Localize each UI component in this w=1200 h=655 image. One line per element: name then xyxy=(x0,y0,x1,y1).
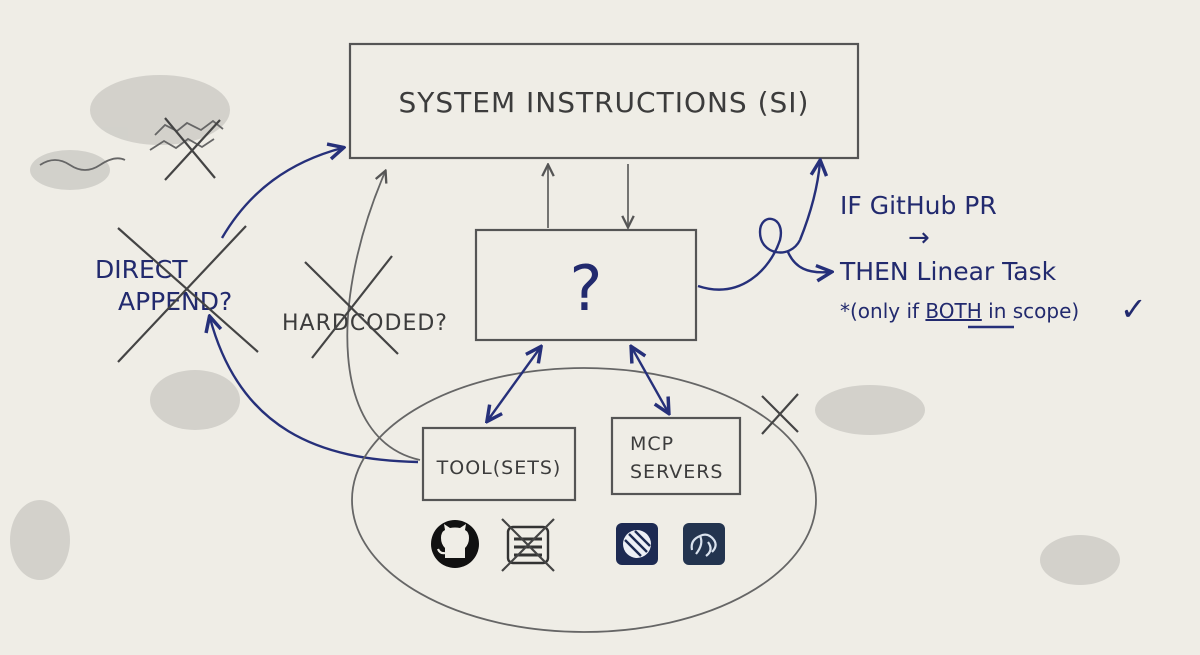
rule-arrow-to-si xyxy=(798,162,820,241)
rule-if-line: IF GitHub PR xyxy=(840,191,997,220)
rule-note-prefix: *(only if xyxy=(840,299,925,323)
rule-then-line: THEN Linear Task xyxy=(839,257,1057,286)
question-mark: ? xyxy=(570,252,603,325)
mcp-label-line2: SERVERS xyxy=(630,461,724,483)
toolsets-label: TOOL(SETS) xyxy=(436,457,562,479)
github-icon xyxy=(431,520,479,568)
rule-arrow-to-then xyxy=(786,251,830,272)
system-instructions-label: SYSTEM INSTRUCTIONS (SI) xyxy=(399,86,810,119)
crossed-out-app-icon xyxy=(501,518,555,572)
rule-check-mark: ✓ xyxy=(1120,290,1147,328)
mcp-servers-box: MCP SERVERS xyxy=(610,416,742,496)
arrow-center-tools xyxy=(488,348,540,420)
rule-arrow-glyph: → xyxy=(908,223,930,253)
arrow-center-mcp xyxy=(632,348,668,412)
eraser-smudges xyxy=(10,75,1120,585)
system-instructions-box: SYSTEM INSTRUCTIONS (SI) xyxy=(348,42,860,160)
hardcoded-label: HARDCODED? xyxy=(282,311,448,336)
ellipse-x-mark xyxy=(761,393,799,435)
slack-app-icon xyxy=(683,523,725,565)
rule-arrow-loop xyxy=(697,217,802,291)
rule-scope-note: *(only if BOTH in scope) xyxy=(840,299,1079,323)
toolsets-box: TOOL(SETS) xyxy=(421,426,577,502)
rule-annotation: IF GitHub PR → THEN Linear Task *(only i… xyxy=(839,191,1147,329)
direct-append-arrow-upper xyxy=(220,148,342,239)
linear-icon xyxy=(616,523,658,565)
direct-append-arrow-lower xyxy=(210,318,419,464)
rule-note-suffix: in scope) xyxy=(982,299,1079,323)
unknown-mechanism-box: ? xyxy=(474,228,698,342)
capabilities-ellipse xyxy=(351,367,817,633)
hardcoded-option: HARDCODED? xyxy=(282,255,448,359)
direct-append-line1: DIRECT xyxy=(95,255,188,284)
hardcoded-arrow xyxy=(346,172,421,461)
scribble-crossed-out xyxy=(39,117,224,181)
mcp-label-line1: MCP xyxy=(630,433,674,455)
rule-note-emphasis: BOTH xyxy=(925,299,981,323)
direct-append-option: DIRECT APPEND? xyxy=(95,225,259,363)
